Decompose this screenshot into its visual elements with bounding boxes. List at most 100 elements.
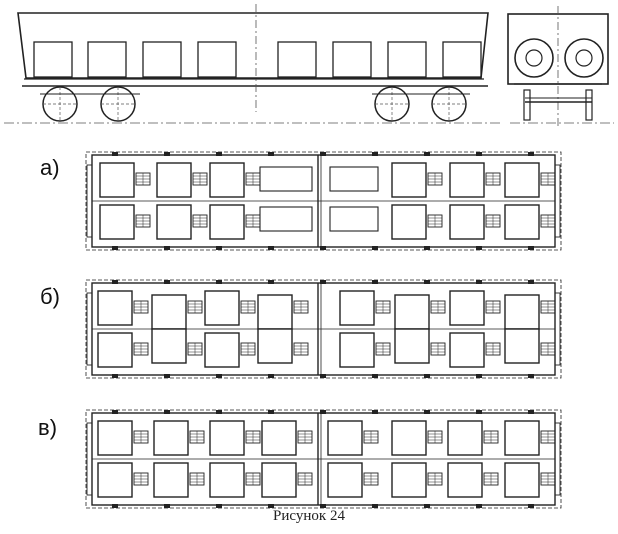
cargo-coil-plan xyxy=(97,332,133,368)
plan-end-left xyxy=(86,422,93,496)
stanchion-peg xyxy=(476,152,482,156)
stanchion-peg xyxy=(528,504,534,508)
cargo-coil-plan xyxy=(327,420,363,456)
stanchion-peg xyxy=(268,246,274,250)
cargo-coil-plan xyxy=(209,462,245,498)
cargo-coil-plan xyxy=(151,328,187,364)
empty-bay xyxy=(259,166,313,192)
cargo-coil-plan xyxy=(97,290,133,326)
empty-bay xyxy=(329,166,379,192)
stanchion-peg xyxy=(528,374,534,378)
stanchion-peg xyxy=(164,246,170,250)
cargo-coil-plan xyxy=(97,462,133,498)
stanchion-peg xyxy=(164,504,170,508)
stanchion-peg xyxy=(216,504,222,508)
cargo-coil-plan xyxy=(327,462,363,498)
stanchion-peg xyxy=(164,152,170,156)
stanchion-peg xyxy=(476,504,482,508)
stanchion-peg xyxy=(268,374,274,378)
cargo-coil-plan xyxy=(504,294,540,330)
cargo-coil-plan xyxy=(257,294,293,330)
side-view-cargo-boxes xyxy=(33,41,482,78)
side-cargo-box xyxy=(442,41,482,78)
cargo-coil-plan xyxy=(209,204,245,240)
stanchion-peg xyxy=(216,410,222,414)
cargo-coil-plan xyxy=(447,462,483,498)
plan-end-right xyxy=(554,164,561,238)
cargo-coil-plan xyxy=(449,290,485,326)
cargo-coil-plan xyxy=(504,420,540,456)
wagon-end-wheel-left xyxy=(523,89,531,121)
stanchion-peg xyxy=(268,410,274,414)
cargo-coil-plan xyxy=(209,162,245,198)
empty-bay xyxy=(329,206,379,232)
plan-end-left xyxy=(86,164,93,238)
cargo-coil-plan xyxy=(391,462,427,498)
cargo-coil-plan xyxy=(447,420,483,456)
cargo-coil-plan xyxy=(394,294,430,330)
wagon-side-body xyxy=(17,12,489,79)
stanchion-peg xyxy=(528,246,534,250)
side-cargo-box xyxy=(87,41,127,78)
stanchion-peg xyxy=(268,280,274,284)
stanchion-peg xyxy=(320,280,326,284)
stanchion-peg xyxy=(372,152,378,156)
cargo-coil-plan xyxy=(99,162,135,198)
side-cargo-box xyxy=(277,41,317,78)
plan-view-v xyxy=(85,409,562,509)
cargo-coil-plan xyxy=(204,332,240,368)
stanchion-peg xyxy=(320,410,326,414)
cargo-coil-plan xyxy=(391,204,427,240)
cargo-coil-plan xyxy=(257,328,293,364)
cargo-coil-plan xyxy=(97,420,133,456)
stanchion-peg xyxy=(528,152,534,156)
wagon-end-wheel-right xyxy=(585,89,593,121)
wagon-wheels xyxy=(40,86,470,122)
plan-view-a xyxy=(85,151,562,251)
figure-caption: Рисунок 24 xyxy=(273,508,345,524)
stanchion-peg xyxy=(424,152,430,156)
stanchion-peg xyxy=(112,374,118,378)
label-b: б) xyxy=(40,284,60,309)
stanchion-peg xyxy=(372,280,378,284)
stanchion-peg xyxy=(268,152,274,156)
stanchion-peg xyxy=(216,280,222,284)
stanchion-peg xyxy=(112,280,118,284)
cargo-coil-plan xyxy=(449,332,485,368)
stanchion-peg xyxy=(424,410,430,414)
cargo-coil-plan xyxy=(261,462,297,498)
cargo-coil-plan xyxy=(391,420,427,456)
cargo-coil-plan xyxy=(339,290,375,326)
cargo-coil-plan xyxy=(504,162,540,198)
stanchion-peg xyxy=(476,246,482,250)
stanchion-peg xyxy=(424,374,430,378)
plan-end-left xyxy=(86,292,93,366)
cargo-coil-plan xyxy=(153,462,189,498)
cargo-coil-plan xyxy=(156,162,192,198)
stanchion-peg xyxy=(164,410,170,414)
cargo-coil-plan xyxy=(504,328,540,364)
side-cargo-box xyxy=(387,41,427,78)
cargo-coil-plan xyxy=(449,162,485,198)
stanchion-peg xyxy=(320,504,326,508)
cargo-coil-plan xyxy=(156,204,192,240)
stanchion-peg xyxy=(372,504,378,508)
stanchion-peg xyxy=(424,504,430,508)
stanchion-peg xyxy=(424,280,430,284)
stanchion-peg xyxy=(216,152,222,156)
empty-bay xyxy=(259,206,313,232)
side-cargo-box xyxy=(142,41,182,78)
plan-end-right xyxy=(554,422,561,496)
cargo-coil-plan xyxy=(394,328,430,364)
cargo-coil-plan xyxy=(391,162,427,198)
stanchion-peg xyxy=(528,410,534,414)
stanchion-peg xyxy=(216,246,222,250)
stanchion-peg xyxy=(372,374,378,378)
cargo-coil-plan xyxy=(209,420,245,456)
coil-right xyxy=(564,38,604,78)
stanchion-peg xyxy=(372,410,378,414)
stanchion-peg xyxy=(112,410,118,414)
coil-left-inner xyxy=(525,49,543,67)
cargo-coil-plan xyxy=(504,204,540,240)
